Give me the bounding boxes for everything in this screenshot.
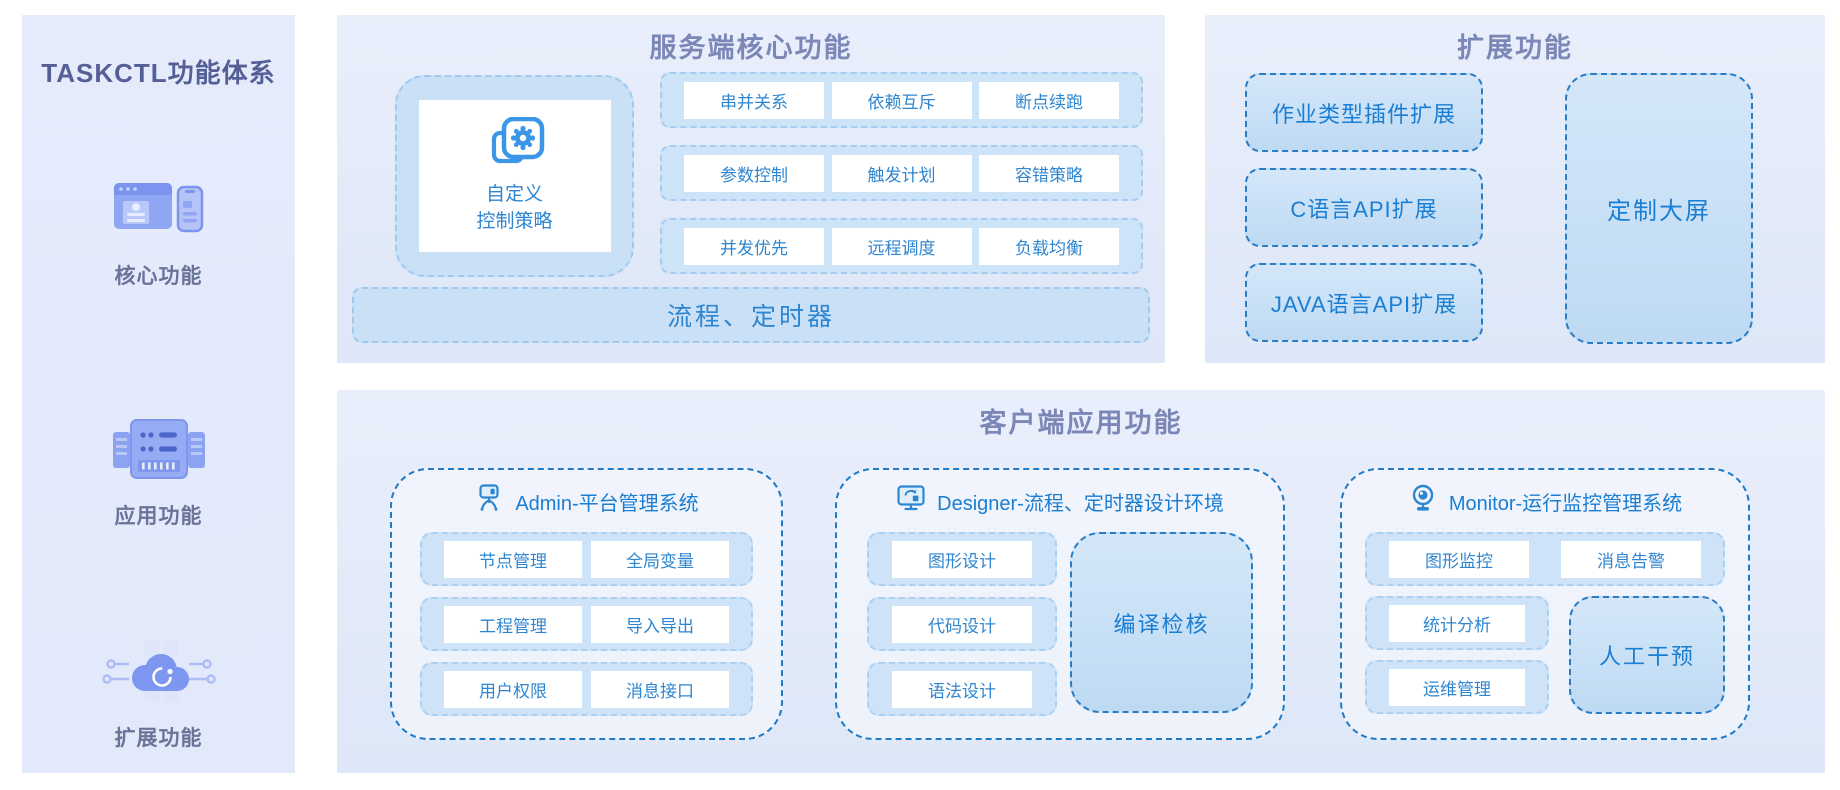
sidebar-title: TASKCTL功能体系 (41, 58, 276, 88)
feature-chip: 统计分析 (1389, 604, 1525, 642)
monitor-feature-column: 统计分析 运维管理 (1365, 596, 1549, 714)
admin-feature-row: 用户权限 消息接口 (420, 662, 753, 716)
extension-item-list: 作业类型插件扩展 C语言API扩展 JAVA语言API扩展 (1245, 73, 1483, 342)
flow-timer-bar: 流程、定时器 (352, 287, 1150, 343)
feature-chip: 远程调度 (831, 227, 972, 265)
custom-strategy-box: 自定义 控制策略 (395, 75, 634, 277)
designer-feature-row: 图形设计 (867, 532, 1057, 586)
tripod-screen-icon (474, 483, 504, 519)
feature-chip: 用户权限 (444, 670, 582, 708)
extension-item: C语言API扩展 (1245, 168, 1483, 247)
feature-chip: 消息告警 (1561, 540, 1701, 578)
feature-chip: 导入导出 (591, 605, 729, 643)
custom-strategy-card: 自定义 控制策略 (418, 100, 611, 252)
server-panel-title: 服务端核心功能 (649, 33, 853, 63)
designer-feature-row: 语法设计 (867, 662, 1057, 716)
section-admin: Admin-平台管理系统 节点管理 全局变量 工程管理 导入导出 用户权限 消息… (390, 468, 783, 740)
admin-title: Admin-平台管理系统 (515, 492, 699, 515)
designer-header: Designer-流程、定时器设计环境 (837, 470, 1283, 532)
designer-feature-row: 代码设计 (867, 597, 1057, 651)
sidebar: TASKCTL功能体系 核心功能 (22, 15, 295, 773)
monitor-title: Monitor-运行监控管理系统 (1448, 492, 1683, 515)
admin-feature-grid: 节点管理 全局变量 工程管理 导入导出 用户权限 消息接口 (420, 532, 753, 716)
feature-chip: 节点管理 (444, 540, 582, 578)
sidebar-item-label: 扩展功能 (114, 727, 203, 750)
feature-chip: 代码设计 (892, 605, 1032, 643)
feature-chip: 图形设计 (892, 540, 1032, 578)
custom-strategy-line1: 自定义 (485, 183, 543, 205)
feature-chip: 运维管理 (1389, 668, 1525, 706)
feature-chip: 全局变量 (591, 540, 729, 578)
server-feature-row: 参数控制 触发计划 容错策略 (660, 145, 1143, 201)
client-panel-title: 客户端应用功能 (979, 408, 1183, 438)
feature-chip: 串并关系 (684, 81, 824, 119)
server-feature-row: 串并关系 依赖互斥 断点续跑 (660, 72, 1143, 128)
monitor-feature-row: 图形监控 消息告警 (1365, 532, 1725, 586)
monitor-feature-row: 统计分析 (1365, 596, 1549, 650)
cloud-gear-icon (99, 640, 219, 704)
admin-feature-row: 工程管理 导入导出 (420, 597, 753, 651)
server-icon (111, 418, 207, 482)
designer-title: Designer-流程、定时器设计环境 (937, 492, 1224, 515)
feature-chip: 参数控制 (684, 154, 824, 192)
extension-panel-title: 扩展功能 (1457, 33, 1573, 63)
browser-phone-icon (113, 178, 204, 242)
admin-feature-row: 节点管理 全局变量 (420, 532, 753, 586)
feature-chip: 工程管理 (444, 605, 582, 643)
feature-chip: 并发优先 (684, 227, 824, 265)
feature-chip: 依赖互斥 (831, 81, 972, 119)
extension-item: JAVA语言API扩展 (1245, 263, 1483, 342)
feature-chip: 消息接口 (591, 670, 729, 708)
webcam-icon (1408, 483, 1438, 519)
monitor-feature-grid: 图形监控 消息告警 统计分析 运维管理 人工干预 (1342, 532, 1748, 714)
admin-header: Admin-平台管理系统 (392, 470, 781, 532)
feature-chip: 容错策略 (979, 154, 1119, 192)
section-monitor: Monitor-运行监控管理系统 图形监控 消息告警 统计分析 运维管理 (1340, 468, 1750, 740)
feature-chip: 触发计划 (831, 154, 972, 192)
sidebar-item-app: 应用功能 (22, 418, 295, 530)
server-core-panel: 服务端核心功能 (337, 15, 1165, 363)
monitor-feature-row: 运维管理 (1365, 660, 1549, 714)
server-feature-row: 并发优先 远程调度 负载均衡 (660, 218, 1143, 274)
monitor-sync-icon (896, 483, 926, 519)
sidebar-item-core: 核心功能 (22, 178, 295, 290)
feature-chip: 图形监控 (1389, 540, 1529, 578)
custom-strategy-label: 自定义 控制策略 (476, 182, 552, 235)
monitor-bottom-area: 统计分析 运维管理 人工干预 (1365, 596, 1725, 714)
client-panel: 客户端应用功能 Admin-平台管理系统 节点 (337, 390, 1825, 773)
manual-intervention-box: 人工干预 (1569, 596, 1725, 714)
designer-feature-column: 图形设计 代码设计 语法设计 (867, 532, 1057, 716)
feature-chip: 断点续跑 (979, 81, 1119, 119)
compile-check-box: 编译检核 (1070, 532, 1253, 713)
section-designer: Designer-流程、定时器设计环境 图形设计 代码设计 语法设计 编译检核 (835, 468, 1285, 740)
gear-copy-icon (484, 116, 546, 174)
designer-feature-grid: 图形设计 代码设计 语法设计 编译检核 (837, 532, 1283, 716)
custom-strategy-line2: 控制策略 (476, 210, 553, 232)
sidebar-item-label: 核心功能 (114, 265, 203, 288)
sidebar-item-label: 应用功能 (114, 505, 203, 528)
sidebar-item-extension: 扩展功能 (22, 640, 295, 752)
custom-screen-box: 定制大屏 (1565, 73, 1753, 344)
feature-chip: 负载均衡 (979, 227, 1119, 265)
extension-item: 作业类型插件扩展 (1245, 73, 1483, 152)
monitor-header: Monitor-运行监控管理系统 (1342, 470, 1748, 532)
server-feature-grid: 串并关系 依赖互斥 断点续跑 参数控制 触发计划 容错策略 并发优先 远程调度 … (660, 72, 1143, 274)
extension-panel: 扩展功能 作业类型插件扩展 C语言API扩展 JAVA语言API扩展 定制大屏 (1205, 15, 1825, 363)
feature-chip: 语法设计 (892, 670, 1032, 708)
